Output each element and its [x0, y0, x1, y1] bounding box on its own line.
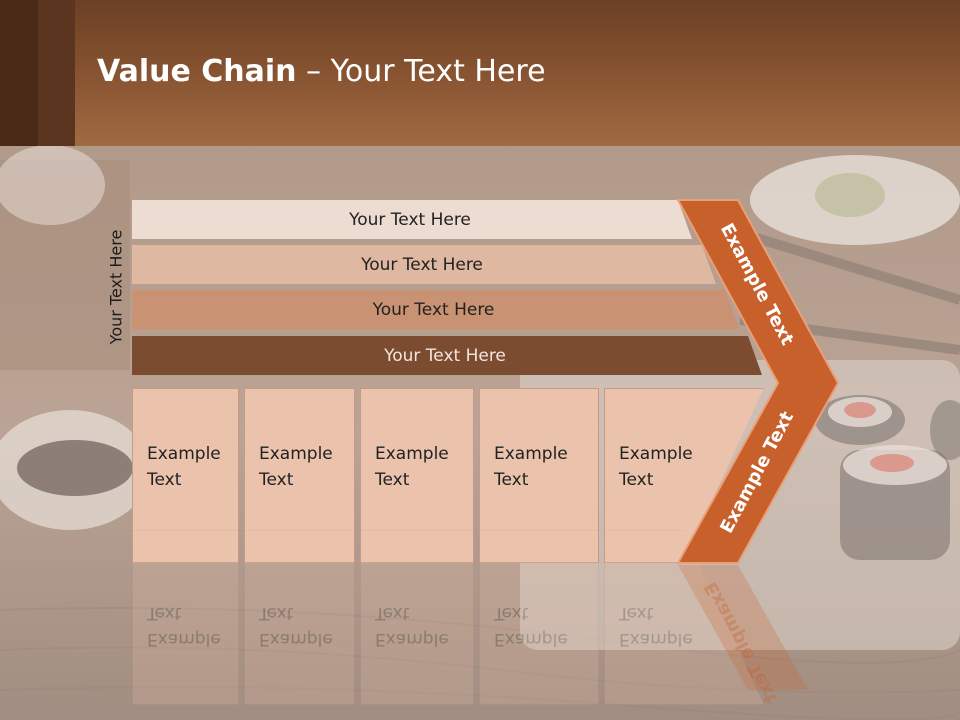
- bar-label: Your Text Here: [384, 345, 506, 366]
- box-text-line1: Example: [375, 444, 449, 464]
- box-text-line2: Text: [619, 470, 654, 490]
- box-text-line2: Text: [494, 470, 529, 490]
- header-stripe: [38, 0, 75, 146]
- box-text-line2: Text: [147, 470, 182, 490]
- box-text-line1: Example: [619, 444, 693, 464]
- header-band: [0, 0, 960, 146]
- box-text-line1: Example: [494, 444, 568, 464]
- support-bar-2: Your Text Here: [132, 245, 716, 284]
- slide-title-bold: Value Chain: [97, 54, 297, 89]
- bar-label: Your Text Here: [349, 209, 471, 230]
- box-text-line2: Text: [375, 470, 410, 490]
- support-bar-1: Your Text Here: [132, 200, 692, 239]
- box-text-line1: Example: [259, 444, 333, 464]
- slide-title: Value Chain – Your Text Here: [97, 54, 546, 89]
- bar-label: Your Text Here: [372, 299, 495, 320]
- activity-box-2: Example Text: [244, 388, 355, 563]
- activity-box-4: Example Text: [479, 388, 599, 563]
- activity-box-1: Example Text: [132, 388, 239, 563]
- slide-title-rest: – Your Text Here: [296, 54, 546, 89]
- box-text-line2: Text: [259, 470, 294, 490]
- header-stripe: [0, 0, 38, 146]
- bar-label: Your Text Here: [361, 254, 483, 275]
- chevron-shape: [676, 199, 840, 564]
- activity-box-3: Example Text: [360, 388, 474, 563]
- support-bar-3: Your Text Here: [132, 290, 739, 329]
- chevron-reflection: [678, 565, 808, 690]
- support-bar-4: Your Text Here: [132, 336, 762, 375]
- box-text-line1: Example: [147, 444, 221, 464]
